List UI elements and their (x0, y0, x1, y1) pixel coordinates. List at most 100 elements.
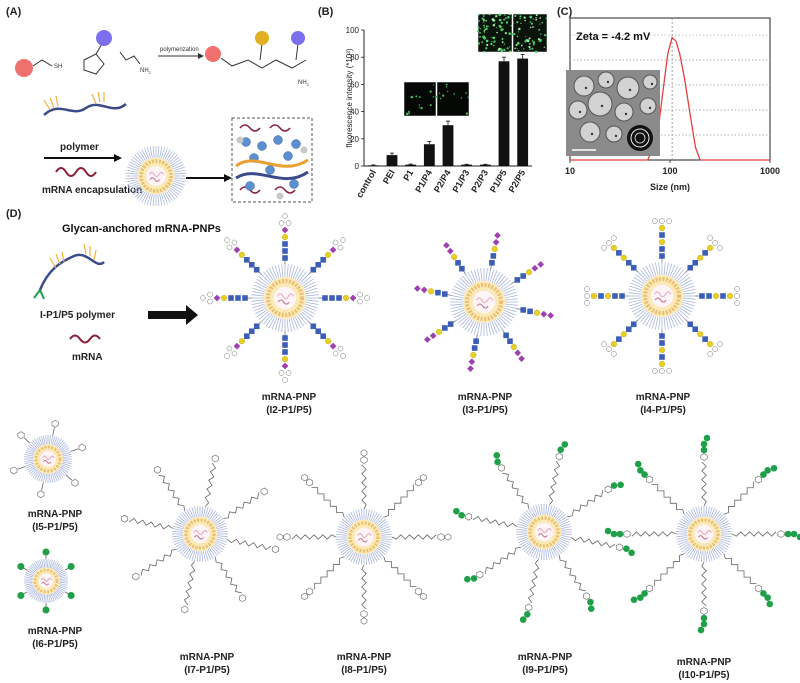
sialic-acid-diamond (467, 365, 474, 373)
mannose-circle (628, 549, 635, 557)
np-shell-ray (57, 470, 64, 478)
galactose-circle (610, 244, 617, 251)
np-shell-ray (355, 553, 360, 564)
np-shell-ray (213, 515, 222, 524)
mannose-circle (637, 467, 644, 474)
np-shell-ray (360, 509, 363, 520)
b-bar-p1-p5 (498, 61, 510, 166)
speck (491, 41, 493, 43)
speck (532, 18, 534, 20)
np-shell-ray (215, 540, 227, 546)
white-sugar (717, 341, 723, 347)
np-shell-ray (629, 301, 642, 307)
np-shell-ray (642, 267, 651, 279)
np-shell-ray (26, 570, 35, 575)
np-shell-ray (174, 172, 186, 175)
np-shell-ray (336, 533, 347, 536)
np-shell-ray (453, 285, 466, 293)
np-shell-ray (38, 472, 43, 482)
np-shell-ray (680, 543, 690, 550)
np-shell-ray (679, 276, 691, 285)
speck (485, 47, 488, 50)
np-shell-ray (60, 445, 69, 452)
mannose-circle (604, 527, 612, 535)
np-shell-ray (173, 182, 184, 188)
white-sugar (278, 220, 285, 226)
np-shell-ray (41, 594, 44, 603)
speck (510, 25, 513, 27)
np-shell-ray (252, 303, 265, 309)
d-polymer-strand (38, 253, 105, 291)
particle-i4 (584, 218, 740, 374)
linker-chain (567, 490, 604, 517)
white-sugar (207, 291, 213, 298)
speck (486, 25, 488, 28)
np-shell-ray (504, 298, 518, 301)
np-shell-ray (296, 269, 305, 281)
np-core-mrna (193, 530, 208, 536)
speck (485, 27, 488, 31)
panel-a-reaction-scheme: SH NH2 polymerization NH2 (15, 30, 310, 87)
white-sugar (707, 351, 713, 357)
speck (483, 32, 485, 34)
mannose-circle (42, 548, 50, 556)
sialic-acid-diamond (531, 264, 539, 272)
speck (491, 18, 495, 21)
np-shell-ray (337, 543, 349, 549)
glcnac-square (253, 323, 260, 330)
np-shell-ray (504, 307, 517, 313)
glcnac-square (441, 291, 448, 297)
np-shell-ray (178, 515, 187, 524)
particle-i3 (413, 231, 555, 373)
np-shell-ray (658, 262, 661, 276)
np-shell-ray (719, 541, 729, 548)
np-shell-ray (476, 268, 481, 282)
np-shell-ray (350, 552, 357, 562)
np-shell-ray (173, 538, 184, 543)
np-shell-ray (467, 271, 475, 284)
np-shell-ray (127, 166, 139, 171)
white-sugar (601, 341, 607, 347)
np-shell-ray (516, 528, 527, 531)
np-shell-ray (665, 316, 670, 330)
aromatic-ring (437, 533, 445, 541)
mannose-circle (637, 594, 644, 601)
glcnac-square (435, 289, 441, 296)
np-shell-ray (302, 278, 314, 287)
aromatic-ring (37, 490, 45, 499)
np-shell-ray (651, 316, 657, 329)
np-shell-ray (303, 281, 316, 289)
mannose-circle (700, 620, 708, 628)
np-shell-ray (342, 518, 351, 527)
glcnac-square (692, 326, 699, 333)
speck (493, 40, 496, 43)
np-shell-ray (39, 593, 43, 603)
mannose-circle (634, 460, 642, 468)
c-x-axis-label: Size (nm) (650, 182, 690, 192)
panel-label-d: (D) (6, 208, 22, 220)
np-shell-ray (50, 435, 54, 445)
np-shell-ray (628, 299, 642, 304)
np-polymer-layer (688, 518, 720, 550)
white-sugar (337, 244, 344, 251)
glcnac-square (490, 253, 497, 259)
aromatic-ring (360, 456, 368, 464)
np-shell-ray (676, 530, 687, 533)
aromatic-ring (283, 533, 291, 541)
np-shell-ray (559, 539, 569, 546)
thiol-chain (32, 59, 53, 67)
np-shell-ray (168, 188, 178, 198)
np-shell-ray (55, 590, 62, 597)
speck (539, 17, 541, 19)
galactose-circle (727, 293, 734, 300)
aromatic-ring (420, 473, 427, 482)
sialic-acid-diamond (423, 336, 431, 343)
glcnac-square (315, 328, 322, 335)
glcnac-square (248, 261, 255, 268)
np-shell-ray (49, 593, 53, 603)
np-shell-ray (630, 303, 643, 310)
speck (529, 21, 532, 23)
np-shell-ray (256, 278, 268, 287)
